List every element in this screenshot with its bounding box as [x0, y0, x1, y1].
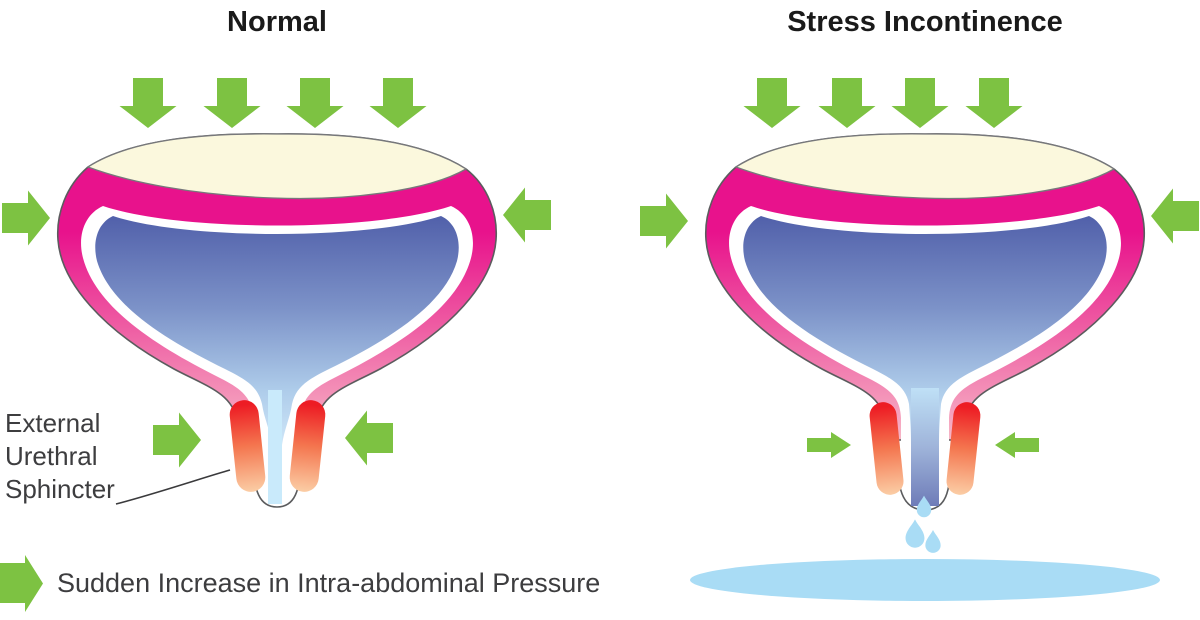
urine-puddle — [690, 559, 1160, 601]
pressure-arrow-down-icon — [203, 78, 261, 128]
pressure-arrow-down-icon — [965, 78, 1023, 128]
urethra-closed-channel — [268, 390, 282, 504]
sphincter-left — [229, 400, 266, 492]
pressure-arrow-down-icon — [818, 78, 876, 128]
urethra-open-channel — [911, 388, 939, 506]
normal-bladder-figure — [2, 78, 551, 508]
sphincter-arrow-left-icon — [995, 432, 1039, 458]
sphincter-arrow-right-icon — [153, 412, 201, 468]
pressure-arrow-left-icon — [1151, 188, 1199, 244]
pressure-arrow-down-icon — [286, 78, 344, 128]
bladder-interior — [743, 216, 1107, 458]
urine-drop-icon — [905, 519, 925, 548]
bladder-dome — [86, 133, 468, 200]
sphincter-label: External Urethral Sphincter — [5, 407, 115, 506]
label-leader-line — [115, 469, 231, 505]
pressure-arrow-down-icon — [743, 78, 801, 128]
pressure-arrow-right-icon — [640, 193, 688, 249]
sphincter-arrow-right-icon — [807, 432, 851, 458]
stress-incontinence-bladder-figure — [640, 78, 1199, 601]
panel-title-normal: Normal — [227, 6, 327, 38]
pressure-arrow-down-icon — [891, 78, 949, 128]
pressure-arrow-down-icon — [119, 78, 177, 128]
sphincter-right — [289, 400, 326, 492]
sphincter-label-line: Sphincter — [5, 474, 115, 504]
sphincter-arrow-left-icon — [345, 410, 393, 466]
legend-arrow-icon — [0, 555, 43, 612]
bladder-dome — [734, 133, 1116, 200]
legend-label: Sudden Increase in Intra-abdominal Press… — [57, 568, 601, 598]
bladder-interior — [95, 216, 459, 458]
pressure-arrow-left-icon — [503, 187, 551, 243]
sphincter-right — [946, 402, 981, 495]
pressure-arrow-right-icon — [2, 190, 50, 246]
panel-title-stress: Stress Incontinence — [787, 6, 1063, 38]
sphincter-label-line: External — [5, 408, 101, 438]
urine-drop-icon — [925, 529, 941, 553]
sphincter-left — [869, 402, 904, 495]
sphincter-label-line: Urethral — [5, 441, 98, 471]
pressure-arrow-down-icon — [369, 78, 427, 128]
